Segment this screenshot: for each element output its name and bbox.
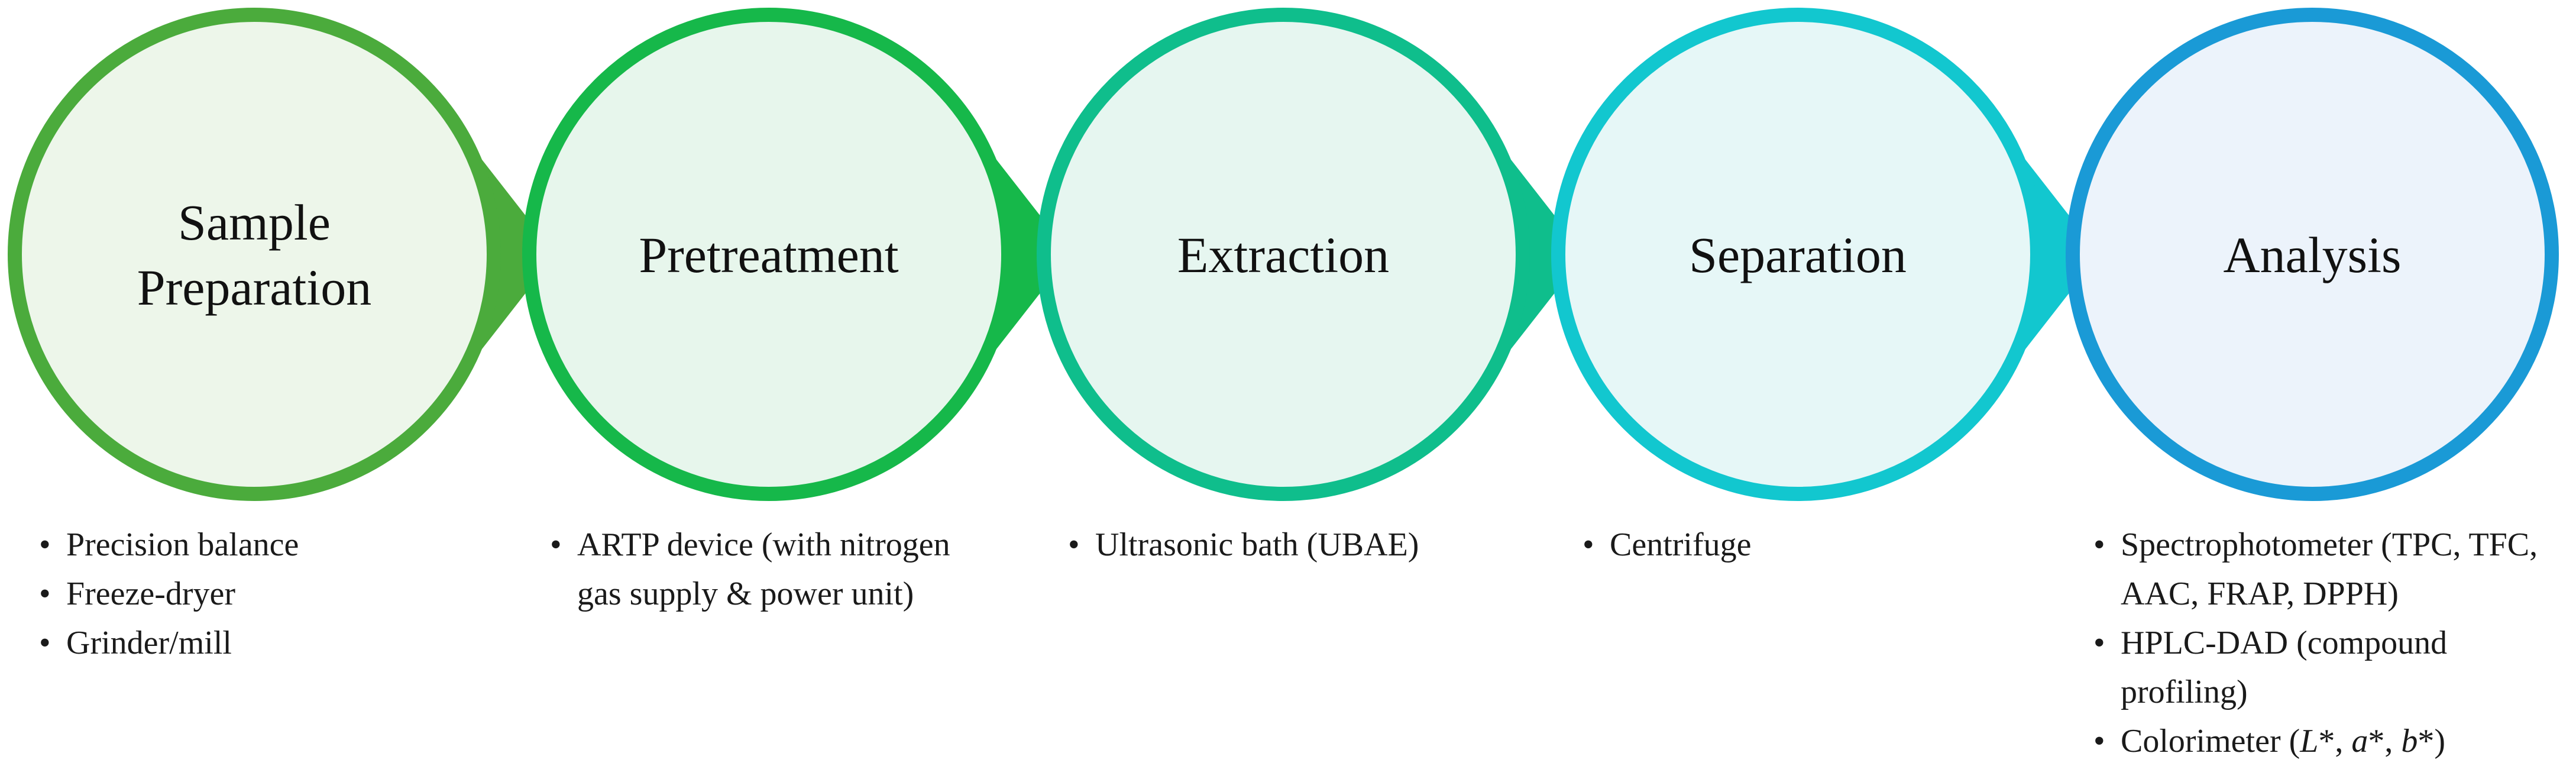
step-circle (8, 8, 501, 501)
list-item: ARTP device (with nitrogen gas supply & … (550, 521, 964, 619)
step-4-items: Centrifuge (1583, 521, 2020, 570)
step-title: Preparation (137, 259, 371, 316)
step-circle (1037, 8, 1530, 501)
step-circle (1551, 8, 2044, 501)
list-item: Centrifuge (1583, 521, 2020, 570)
list-item: HPLC-DAD (compound profiling) (2093, 619, 2561, 717)
step-title: Separation (1689, 227, 1907, 283)
step-2-items: ARTP device (with nitrogen gas supply & … (550, 521, 964, 619)
list-item: Precision balance (39, 521, 477, 570)
step-title: Pretreatment (639, 227, 898, 283)
list-item: Ultrasonic bath (UBAE) (1068, 521, 1517, 570)
list-item: Grinder/mill (39, 619, 477, 668)
step-5-items: Spectrophotometer (TPC, TFC, AAC, FRAP, … (2093, 521, 2561, 766)
list-item: Colorimeter (L*, a*, b*) (2093, 717, 2561, 766)
step-circle (522, 8, 1015, 501)
step-circles (8, 8, 2559, 501)
step-3-items: Ultrasonic bath (UBAE) (1068, 521, 1517, 570)
step-title: Sample (178, 194, 331, 251)
step-1-items: Precision balance Freeze-dryer Grinder/m… (39, 521, 477, 668)
list-item: Spectrophotometer (TPC, TFC, AAC, FRAP, … (2093, 521, 2561, 619)
list-item: Freeze-dryer (39, 570, 477, 619)
step-title: Extraction (1177, 227, 1389, 283)
step-title: Analysis (2224, 227, 2402, 283)
step-circle (2066, 8, 2559, 501)
